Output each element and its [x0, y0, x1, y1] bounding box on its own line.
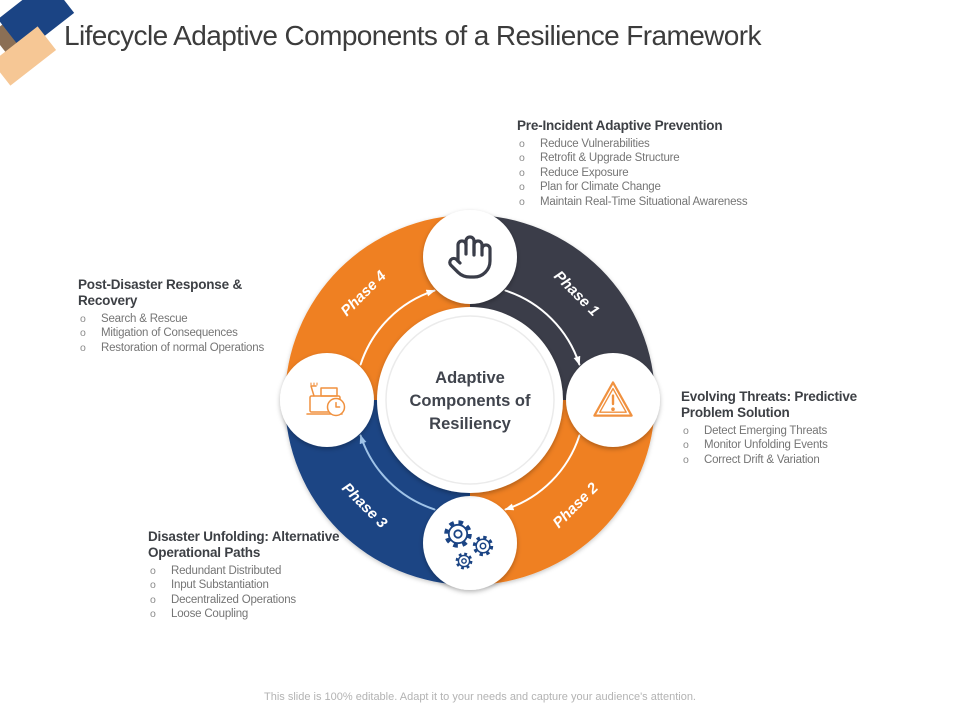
phase-2-arrow	[504, 434, 581, 511]
corner-navy-shape	[0, 0, 75, 53]
bullet-marker: o	[519, 137, 525, 150]
bullet-marker: o	[683, 439, 689, 452]
section-disaster-unfolding: Disaster Unfolding: Alternative Operatio…	[148, 529, 383, 622]
corner-decoration	[0, 0, 75, 86]
bullet-marker: o	[683, 424, 689, 437]
phase-3-arrow	[359, 434, 436, 511]
bullet-marker: o	[80, 327, 86, 340]
section-evolving-threats: Evolving Threats: Predictive Problem Sol…	[681, 389, 886, 467]
warning-triangle-icon	[593, 381, 633, 417]
list-item-text: Restoration of normal Operations	[101, 341, 264, 354]
center-circle	[377, 307, 563, 493]
bullet-marker: o	[150, 608, 156, 621]
list-item-text: Reduce Vulnerabilities	[540, 137, 650, 150]
gear-large	[444, 520, 472, 548]
phase-1-arrow	[504, 289, 581, 366]
center-text-line-1: Adaptive	[435, 369, 505, 387]
list-item-text: Retrofit & Upgrade Structure	[540, 152, 680, 165]
section-post-disaster: Post-Disaster Response & Recovery o Searc…	[78, 277, 283, 355]
list-item-text: Mitigation of Consequences	[101, 327, 238, 340]
center-text-line-2: Components of	[410, 392, 531, 410]
center-text-line-3: Resiliency	[429, 415, 511, 433]
list-item-text: Redundant Distributed	[171, 564, 282, 577]
lifecycle-cycle-diagram: Phase 1 Phase 2 Phase 3 Phase 4	[280, 210, 660, 590]
list-item: o Restoration of normal Operations	[78, 341, 283, 356]
list-item-text: Reduce Exposure	[540, 166, 629, 179]
list-item: o Search & Rescue	[78, 312, 283, 327]
phase-4-arrow	[359, 289, 436, 366]
list-item: o Decentralized Operations	[148, 593, 383, 608]
bullet-marker: o	[150, 564, 156, 577]
list-item: o Maintain Real-Time Situational Awarenes…	[517, 195, 787, 210]
list-item: o Plan for Climate Change	[517, 180, 787, 195]
center-circle-inner-ring	[385, 315, 555, 485]
list-item-text: Correct Drift & Variation	[704, 453, 820, 466]
section-title: Post-Disaster Response & Recovery	[78, 277, 243, 308]
node-circle-bottom	[423, 496, 517, 590]
hand-stop-icon	[448, 235, 492, 279]
bullet-marker: o	[80, 312, 86, 325]
list-item-text: Monitor Unfolding Events	[704, 439, 828, 452]
page-title: Lifecycle Adaptive Components of a Resil…	[64, 20, 762, 51]
section-title: Evolving Threats: Predictive Problem Sol…	[681, 389, 857, 420]
bullet-marker: o	[519, 181, 525, 194]
footer-note: This slide is 100% editable. Adapt it to…	[264, 691, 696, 703]
list-item: o Loose Coupling	[148, 607, 383, 622]
list-item-text: Decentralized Operations	[171, 593, 296, 606]
node-circle-left	[280, 353, 374, 447]
list-item-text: Input Substantiation	[171, 579, 269, 592]
list-item: o Correct Drift & Variation	[681, 453, 886, 468]
list-item-text: Search & Rescue	[101, 312, 188, 325]
corner-peach-shape	[0, 26, 57, 86]
gear-small	[455, 552, 473, 570]
list-item-text: Maintain Real-Time Situational Awareness	[540, 195, 748, 208]
machine-clock-icon	[306, 382, 346, 417]
list-item-text: Plan for Climate Change	[540, 181, 661, 194]
list-item: o Retrofit & Upgrade Structure	[517, 151, 787, 166]
list-item: o Input Substantiation	[148, 578, 383, 593]
list-item-text: Loose Coupling	[171, 608, 249, 621]
gears-icon	[444, 520, 494, 570]
list-item-text: Detect Emerging Threats	[704, 424, 828, 437]
list-item: o Reduce Vulnerabilities	[517, 137, 787, 152]
bullet-marker: o	[150, 593, 156, 606]
bullet-marker: o	[80, 341, 86, 354]
node-circle-top	[423, 210, 517, 304]
list-item: o Mitigation of Consequences	[78, 326, 283, 341]
bullet-marker: o	[519, 166, 525, 179]
bullet-marker: o	[519, 195, 525, 208]
gear-medium	[472, 535, 494, 557]
list-item: o Redundant Distributed	[148, 564, 383, 579]
bullet-marker: o	[150, 579, 156, 592]
list-item: o Reduce Exposure	[517, 166, 787, 181]
bullet-marker: o	[683, 453, 689, 466]
section-title: Pre-Incident Adaptive Prevention	[517, 118, 723, 133]
section-title: Disaster Unfolding: Alternative Operatio…	[148, 529, 340, 560]
bullet-marker: o	[519, 152, 525, 165]
list-item: o Monitor Unfolding Events	[681, 438, 886, 453]
list-item: o Detect Emerging Threats	[681, 424, 886, 439]
